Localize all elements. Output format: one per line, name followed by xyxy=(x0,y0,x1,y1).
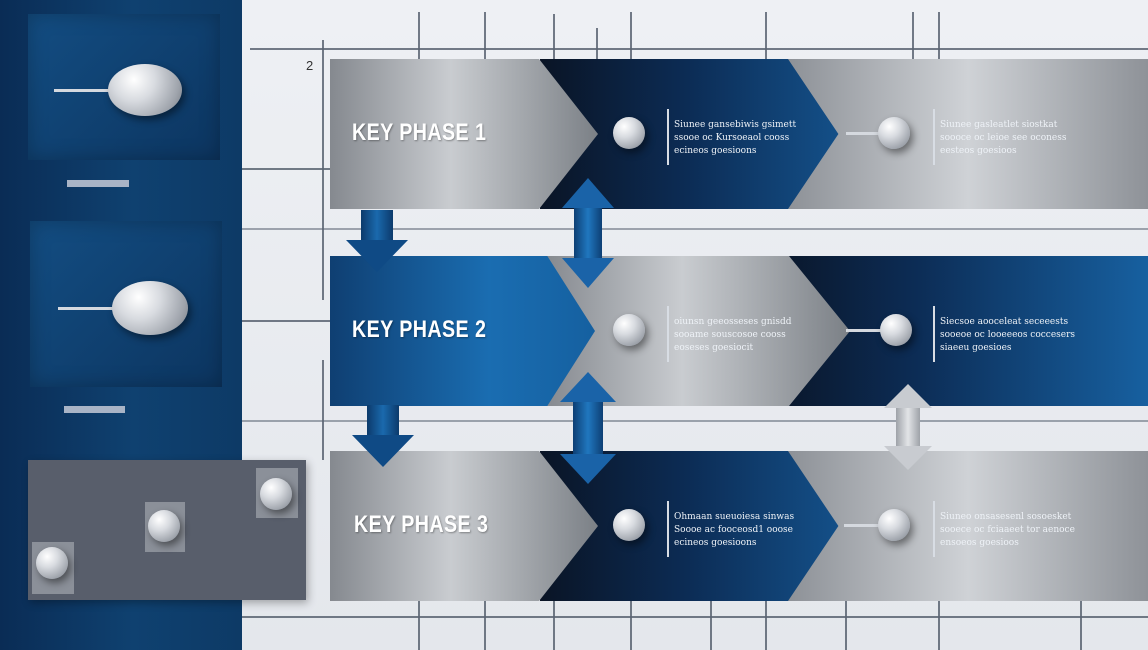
phase-label: KEY PHASE 1 xyxy=(352,119,487,146)
knob-icon xyxy=(148,510,180,542)
node-dot-icon[interactable] xyxy=(880,314,912,346)
node-dot-icon[interactable] xyxy=(613,117,645,149)
knob-icon xyxy=(260,478,292,510)
double-arrow-icon xyxy=(884,384,932,470)
knob-icon[interactable] xyxy=(112,281,188,335)
phase-label: KEY PHASE 3 xyxy=(354,511,489,538)
sidebar-panel-1 xyxy=(28,14,220,160)
double-arrow-icon xyxy=(560,372,616,484)
button-square[interactable] xyxy=(32,542,74,594)
down-arrow-icon xyxy=(346,210,408,274)
knob-icon[interactable] xyxy=(108,64,182,116)
sidebar-panel-2 xyxy=(30,221,222,387)
knob-icon xyxy=(36,547,68,579)
top-marker: 2 xyxy=(306,58,314,73)
sidebar xyxy=(0,0,242,650)
control-panel xyxy=(28,460,306,600)
node-dot-icon[interactable] xyxy=(878,509,910,541)
button-square[interactable] xyxy=(256,468,298,518)
button-square[interactable] xyxy=(145,502,185,552)
node-dot-icon[interactable] xyxy=(878,117,910,149)
sidebar-divider xyxy=(67,180,129,187)
down-arrow-icon xyxy=(352,405,414,469)
sidebar-divider xyxy=(64,406,125,413)
double-arrow-icon xyxy=(562,178,614,288)
node-dot-icon[interactable] xyxy=(613,509,645,541)
phase-label: KEY PHASE 2 xyxy=(352,316,487,343)
node-dot-icon[interactable] xyxy=(613,314,645,346)
